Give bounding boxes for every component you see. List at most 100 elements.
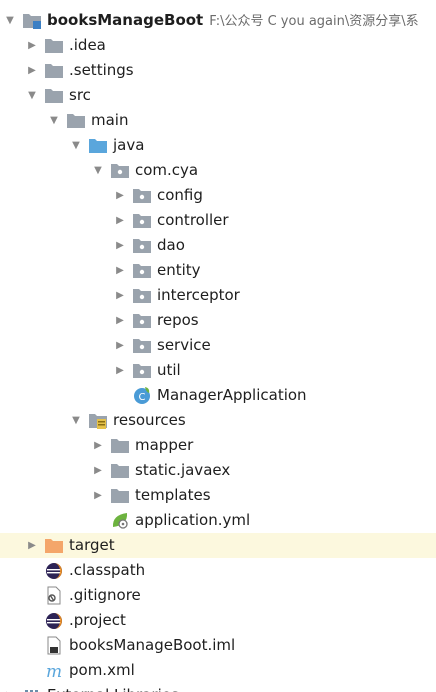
svg-text:m: m	[46, 662, 62, 680]
tree-node-managerapplication[interactable]: C ManagerApplication	[0, 383, 436, 408]
tree-node-label: entity	[157, 261, 201, 279]
module-icon	[22, 11, 42, 30]
tree-node-controller[interactable]: ▶ controller	[0, 208, 436, 233]
source-folder-icon	[88, 136, 108, 155]
tree-node-service[interactable]: ▶ service	[0, 333, 436, 358]
expand-arrow-icon[interactable]: ▶	[3, 683, 17, 692]
tree-node-label: service	[157, 336, 211, 354]
maven-icon: m	[44, 661, 64, 680]
folder-icon	[110, 486, 130, 505]
tree-node-dao[interactable]: ▶dao	[0, 233, 436, 258]
collapse-arrow-icon[interactable]: ▼	[50, 115, 58, 126]
tree-node-label: application.yml	[135, 511, 251, 529]
collapse-arrow-icon[interactable]: ▼	[72, 140, 80, 151]
excluded-folder-icon	[44, 536, 64, 555]
tree-node-com-cya[interactable]: ▼ com.cya	[0, 158, 436, 183]
tree-node-static-javaex[interactable]: ▶ static.javaex	[0, 458, 436, 483]
expand-arrow-icon[interactable]: ▶	[116, 265, 124, 276]
package-icon	[132, 261, 152, 280]
tree-node-interceptor[interactable]: ▶ interceptor	[0, 283, 436, 308]
eclipse-icon	[44, 561, 64, 580]
expand-arrow-icon[interactable]: ▶	[116, 290, 124, 301]
tree-node-label: repos	[157, 311, 199, 329]
tree-node-label: .gitignore	[69, 586, 141, 604]
expand-arrow-icon[interactable]: ▶	[28, 40, 36, 51]
collapse-arrow-icon[interactable]: ▼	[94, 165, 102, 176]
tree-node-label: mapper	[135, 436, 194, 454]
tree-node-label: .idea	[69, 36, 106, 54]
tree-node-src[interactable]: ▼ src	[0, 83, 436, 108]
tree-node-main[interactable]: ▼ main	[0, 108, 436, 133]
package-icon	[132, 286, 152, 305]
tree-node-resources[interactable]: ▼ resources	[0, 408, 436, 433]
folder-icon	[66, 111, 86, 130]
tree-node-java[interactable]: ▼ java	[0, 133, 436, 158]
expand-arrow-icon[interactable]: ▶	[94, 465, 102, 476]
collapse-arrow-icon[interactable]: ▼	[72, 415, 80, 426]
folder-icon	[44, 86, 64, 105]
expand-arrow-icon[interactable]: ▶	[116, 215, 124, 226]
tree-node-label: .project	[69, 611, 126, 629]
tree-node-label: interceptor	[157, 286, 240, 304]
tree-node-repos[interactable]: ▶ repos	[0, 308, 436, 333]
resources-folder-icon	[88, 411, 108, 430]
expand-arrow-icon[interactable]: ▶	[28, 65, 36, 76]
tree-node-project[interactable]: .project	[0, 608, 436, 633]
collapse-arrow-icon[interactable]: ▼	[6, 15, 14, 26]
project-path: F:\公众号 C you again\资源分享\系	[209, 14, 419, 29]
package-icon	[132, 336, 152, 355]
tree-node-entity[interactable]: ▶ entity	[0, 258, 436, 283]
tree-node-config[interactable]: ▶ config	[0, 183, 436, 208]
expand-arrow-icon[interactable]: ▶	[116, 340, 124, 351]
tree-node-settings[interactable]: ▶ .settings	[0, 58, 436, 83]
tree-node-label: src	[69, 86, 91, 104]
gitignore-icon	[44, 586, 64, 605]
iml-icon	[44, 636, 64, 655]
tree-node-util[interactable]: ▶ util	[0, 358, 436, 383]
expand-arrow-icon[interactable]: ▶	[116, 190, 124, 201]
tree-node-label: controller	[157, 211, 229, 229]
tree-node-mapper[interactable]: ▶ mapper	[0, 433, 436, 458]
tree-node-label: ManagerApplication	[157, 386, 307, 404]
svg-text:C: C	[139, 392, 146, 403]
tree-node-external-libraries[interactable]: ▶External Libraries	[0, 683, 436, 692]
tree-node-label: config	[157, 186, 203, 204]
tree-node-label: target	[69, 536, 115, 554]
tree-node-classpath[interactable]: .classpath	[0, 558, 436, 583]
tree-node-label: booksManageBoot.iml	[69, 636, 236, 654]
package-icon	[132, 211, 152, 230]
expand-arrow-icon[interactable]: ▶	[116, 240, 124, 251]
package-icon	[110, 161, 130, 180]
tree-node-target[interactable]: ▶ target	[0, 533, 436, 558]
folder-icon	[44, 61, 64, 80]
tree-node-label: java	[113, 136, 145, 154]
tree-node-gitignore[interactable]: .gitignore	[0, 583, 436, 608]
folder-icon	[44, 36, 64, 55]
tree-node-idea[interactable]: ▶ .idea	[0, 33, 436, 58]
tree-node-label: com.cya	[135, 161, 199, 179]
expand-arrow-icon[interactable]: ▶	[116, 315, 124, 326]
expand-arrow-icon[interactable]: ▶	[28, 540, 36, 551]
expand-arrow-icon[interactable]: ▶	[94, 440, 102, 451]
tree-node-booksmanageboot-iml[interactable]: booksManageBoot.iml	[0, 633, 436, 658]
package-icon	[132, 236, 152, 255]
yml-spring-icon	[110, 511, 130, 530]
expand-arrow-icon[interactable]: ▶	[94, 490, 102, 501]
package-icon	[132, 186, 152, 205]
eclipse-icon	[44, 611, 64, 630]
folder-icon	[110, 436, 130, 455]
package-icon	[132, 361, 152, 380]
collapse-arrow-icon[interactable]: ▼	[28, 90, 36, 101]
tree-node-label: resources	[113, 411, 186, 429]
tree-node-label: .settings	[69, 61, 134, 79]
expand-arrow-icon[interactable]: ▶	[116, 365, 124, 376]
tree-node-label: main	[91, 111, 129, 129]
tree-node-templates[interactable]: ▶ templates	[0, 483, 436, 508]
tree-node-label: static.javaex	[135, 461, 231, 479]
tree-node-label: util	[157, 361, 181, 379]
tree-node-application-yml[interactable]: application.yml	[0, 508, 436, 533]
tree-node-label: templates	[135, 486, 211, 504]
